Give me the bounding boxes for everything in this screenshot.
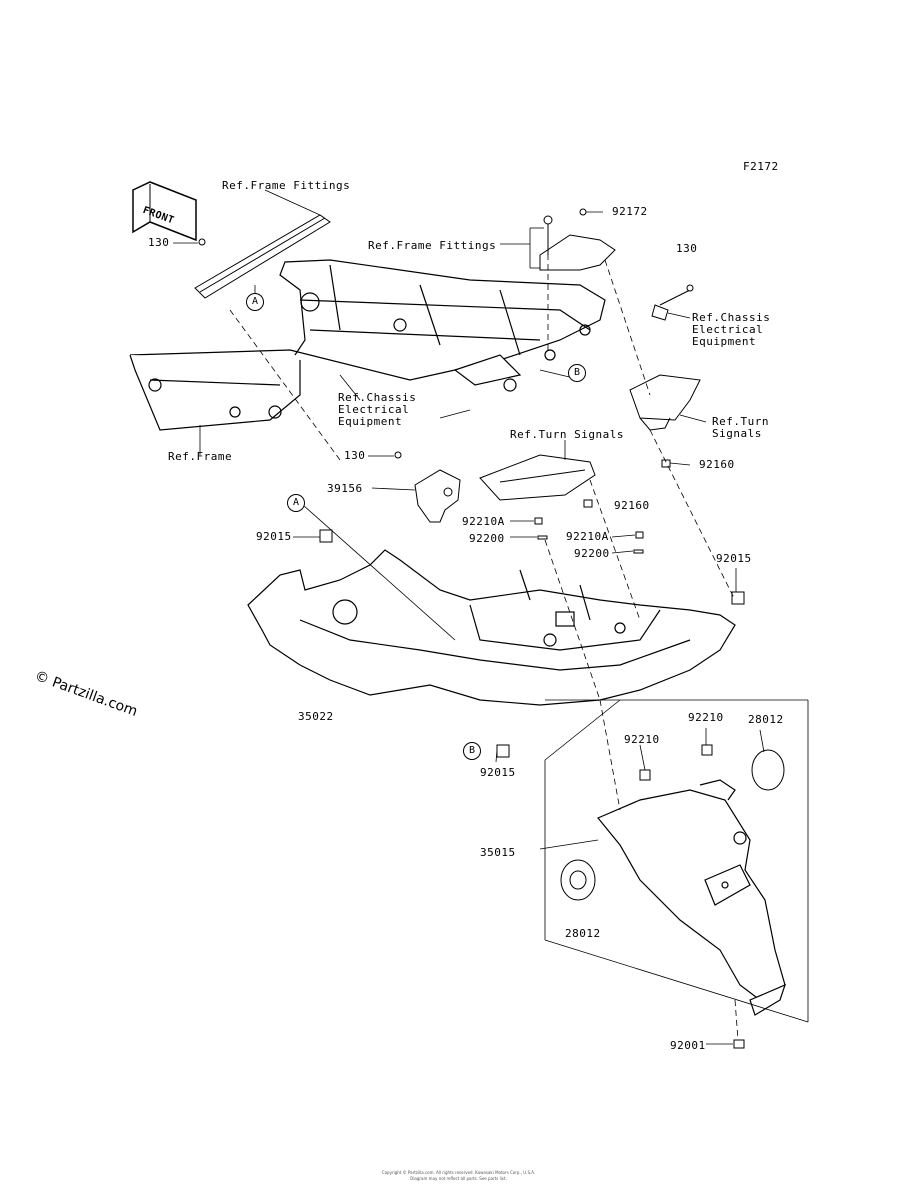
label-92015-right: 92015: [716, 552, 752, 565]
callout-a-left: A: [287, 494, 305, 512]
label-ref-chassis-right: Ref.Chassis Electrical Equipment: [692, 311, 771, 348]
label-39156: 39156: [327, 482, 363, 495]
label-92200-a: 92200: [469, 532, 505, 545]
label-92015-bottom: 92015: [480, 766, 516, 779]
right-turn-signal: [629, 374, 701, 431]
reflector-left: [560, 859, 596, 901]
rear-fender-35015: [597, 779, 786, 1016]
label-92160-b: 92160: [614, 499, 650, 512]
rear-frame: [129, 259, 606, 431]
front-arrow-icon: [132, 181, 197, 242]
hidden-lines: [229, 224, 739, 1041]
left-turn-signal: [479, 454, 596, 501]
label-35022: 35022: [298, 710, 334, 723]
rear-fender-35022: [247, 549, 736, 706]
reflector-right: [751, 749, 785, 791]
label-130-mid: 130: [344, 449, 366, 462]
label-92200-b: 92200: [574, 547, 610, 560]
label-92001: 92001: [670, 1039, 706, 1052]
label-ref-turn-mid: Ref.Turn Signals: [510, 428, 624, 441]
label-ref-chassis-left: Ref.Chassis Electrical Equipment: [338, 391, 417, 428]
label-92160-a: 92160: [699, 458, 735, 471]
callout-b-mid: B: [568, 364, 586, 382]
callout-a-top: A: [246, 293, 264, 311]
footer-line-1: Copyright © Partzilla.com. All rights re…: [381, 1170, 536, 1175]
label-ref-frame-fittings-1: Ref.Frame Fittings: [222, 179, 351, 192]
figure-code: F2172: [743, 160, 779, 173]
label-130-top-right: 130: [676, 242, 698, 255]
bracket-39156: [414, 469, 461, 523]
label-92210A-b: 92210A: [566, 530, 609, 543]
collars: [198, 238, 745, 1049]
label-92172: 92172: [612, 205, 648, 218]
frame-fittings-bracket: [194, 214, 331, 299]
label-28012-left: 28012: [565, 927, 601, 940]
label-92210A-a: 92210A: [462, 515, 505, 528]
label-ref-frame: Ref.Frame: [168, 450, 233, 463]
label-130-top-left: 130: [148, 236, 170, 249]
label-28012-right: 28012: [748, 713, 784, 726]
footer-line-2: Diagram may not reflect all parts. See p…: [410, 1176, 507, 1181]
label-92210-b: 92210: [624, 733, 660, 746]
label-ref-turn-right: Ref.Turn Signals: [712, 415, 769, 440]
callout-b-low: B: [463, 742, 481, 760]
label-35015: 35015: [480, 846, 516, 859]
label-ref-frame-fittings-2: Ref.Frame Fittings: [368, 239, 497, 252]
label-92015-left: 92015: [256, 530, 292, 543]
label-92210-a: 92210: [688, 711, 724, 724]
